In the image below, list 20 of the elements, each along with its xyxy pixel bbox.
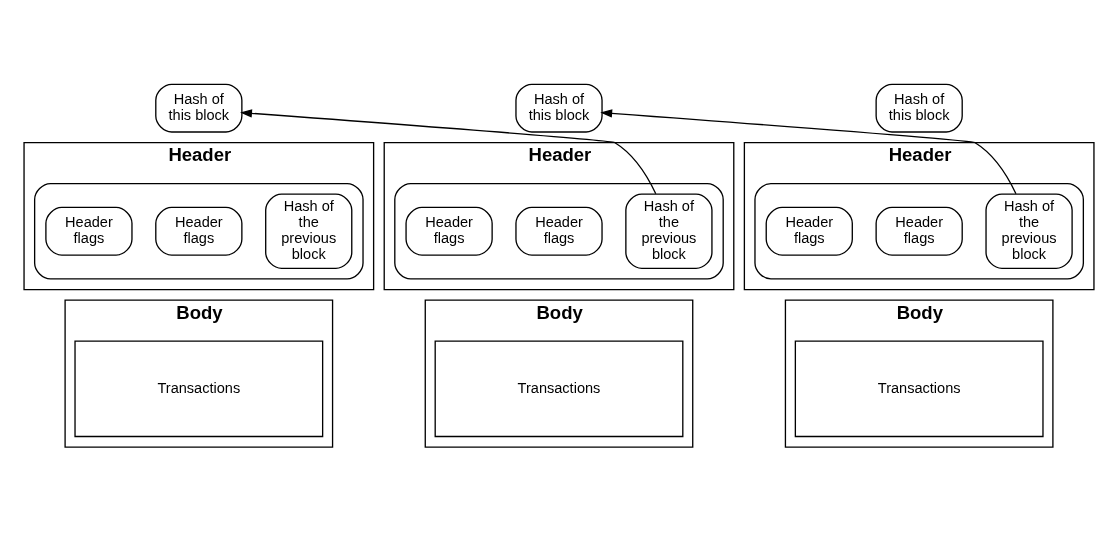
arrow — [240, 108, 657, 194]
cluster — [754, 182, 1084, 280]
node-box: Header flags — [765, 206, 853, 256]
node-box: Header flags — [875, 206, 963, 256]
node-box: Transactions — [74, 340, 324, 437]
node-box: Hash of the previous block — [265, 193, 353, 269]
cluster — [394, 182, 724, 280]
node-box: Hash of the previous block — [985, 193, 1073, 269]
node-box: Hash of the previous block — [625, 193, 713, 269]
node-box: Header flags — [155, 206, 243, 256]
node-box: Hash of this block — [155, 83, 243, 133]
node-box: Hash of this block — [875, 83, 963, 133]
node-box: Transactions — [794, 340, 1044, 437]
node-box: Header flags — [405, 206, 493, 256]
node-box: Header flags — [515, 206, 603, 256]
node-box: Transactions — [434, 340, 684, 437]
cluster — [34, 182, 364, 280]
arrow — [600, 108, 1017, 194]
node-box: Header flags — [45, 206, 133, 256]
node-box: Hash of this block — [515, 83, 603, 133]
